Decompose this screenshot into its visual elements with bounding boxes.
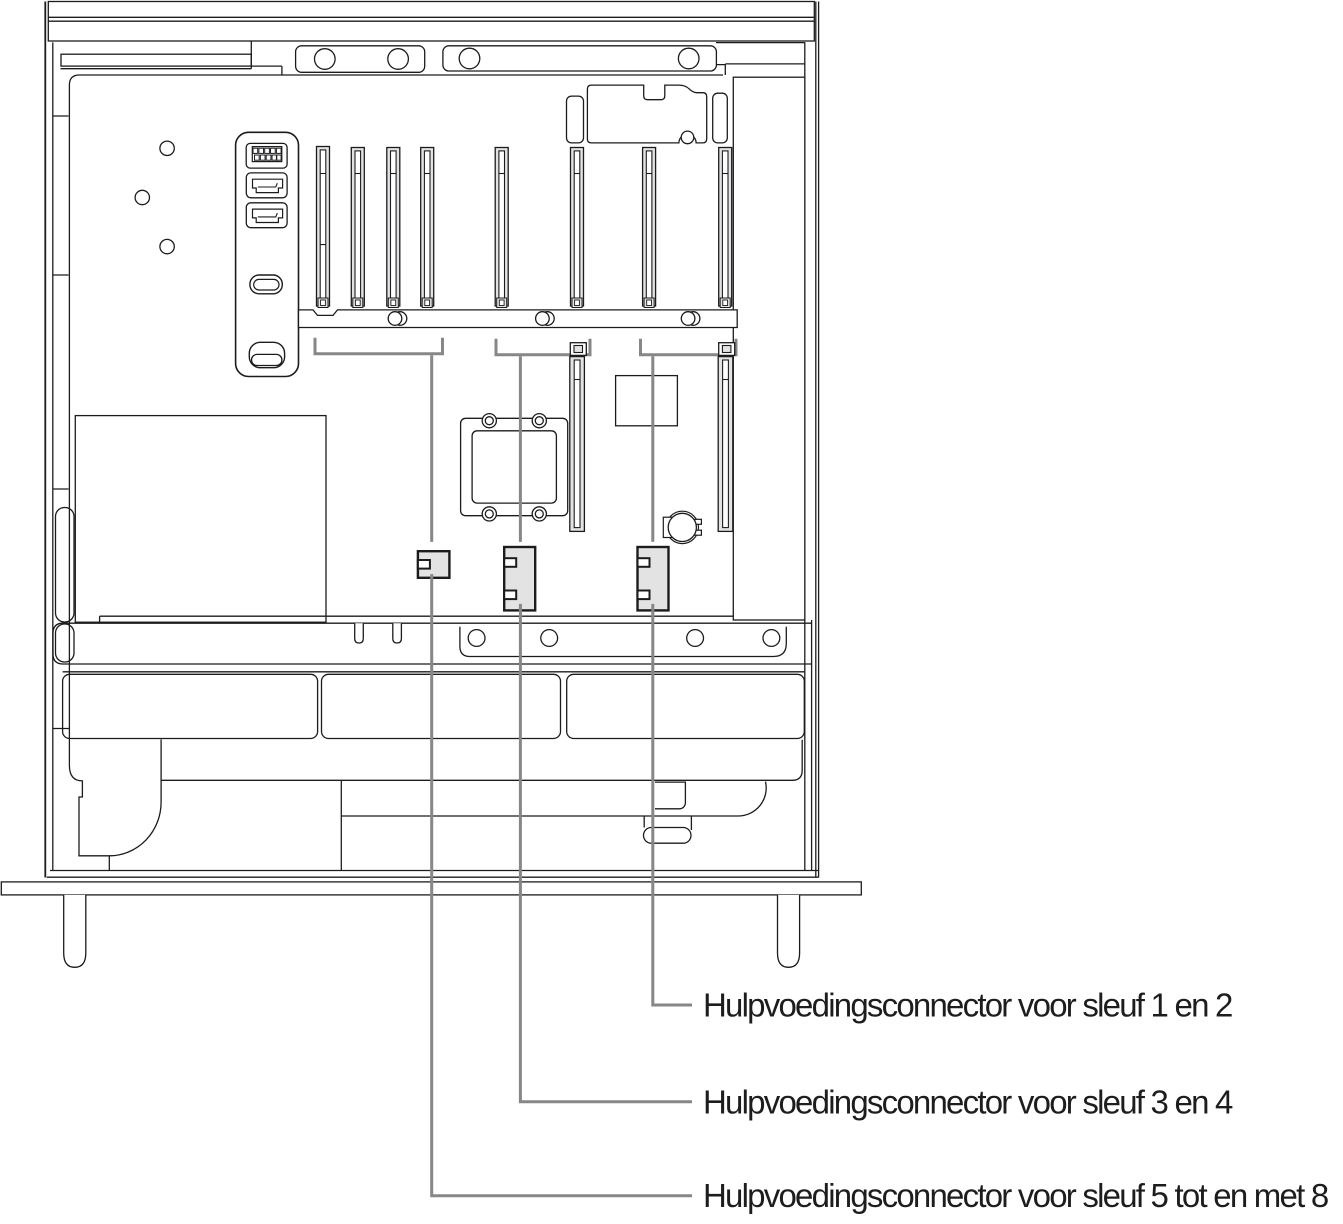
svg-text:Hulpvoedingsconnector voor sle: Hulpvoedingsconnector voor sleuf 3 en 4: [703, 1083, 1233, 1120]
svg-text:Hulpvoedingsconnector voor sle: Hulpvoedingsconnector voor sleuf 5 tot e…: [703, 1177, 1328, 1214]
svg-text:Hulpvoedingsconnector voor sle: Hulpvoedingsconnector voor sleuf 1 en 2: [703, 987, 1232, 1024]
